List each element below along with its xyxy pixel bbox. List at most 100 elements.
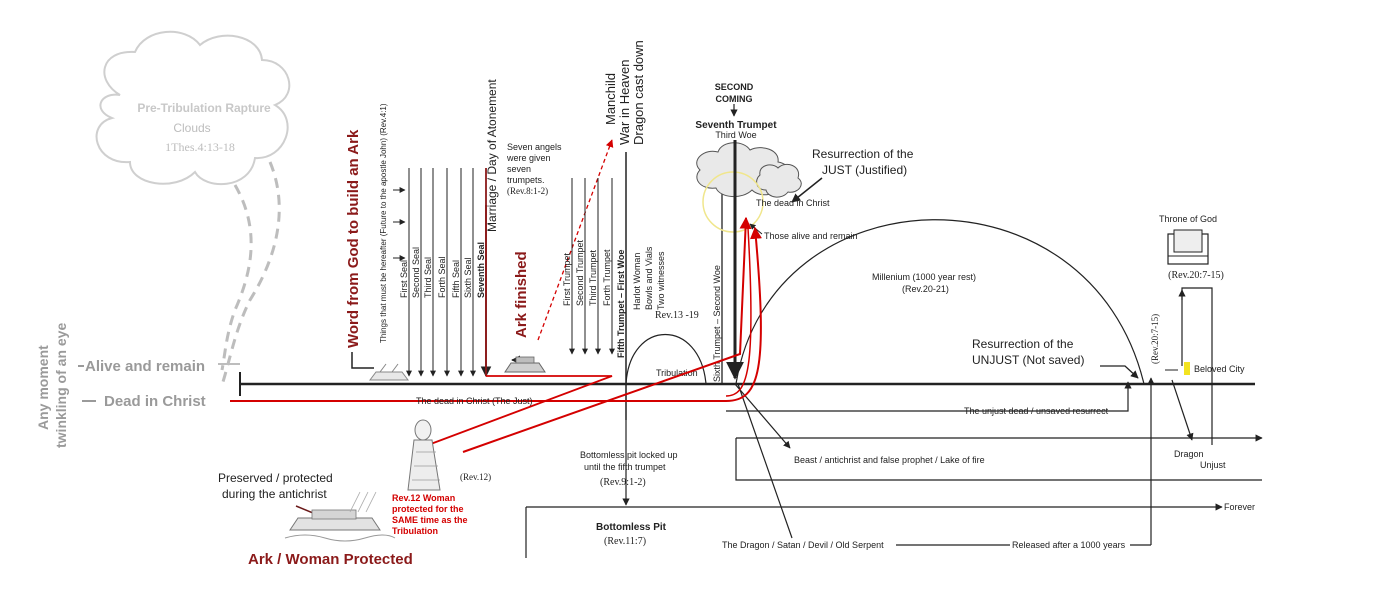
unjust-dead-up-arrow [1118, 381, 1132, 412]
rapture-highlight-circle [702, 171, 764, 233]
sixth-trumpet-label: Sixth Trumpet – Second Woe [712, 265, 722, 382]
second-coming-cloud [696, 142, 802, 198]
woman-protected-line1: Rev.12 Woman [392, 493, 455, 503]
ark-sketch-icon [369, 363, 409, 381]
throne-icon [1167, 229, 1209, 265]
seal-label-2: Second Seal [411, 247, 421, 298]
woman-figure-sketch [407, 419, 441, 491]
rapture-title: Pre-Tribulation Rapture [137, 101, 271, 115]
dragon-cast-down-label: Dragon cast down [631, 40, 646, 145]
fifth-trumpet-label: Fifth Trumpet – First Woe [616, 250, 626, 358]
harlot-label: Harlot Woman [632, 253, 642, 310]
seven-angels-line-2: were given [506, 153, 551, 163]
throne-ref: (Rev.20:7-15) [1168, 270, 1224, 281]
twinkling-label: twinkling of an eye [53, 323, 69, 448]
beloved-city-marker [1184, 362, 1190, 375]
ark-finished-label: Ark finished [513, 251, 530, 338]
forever-label: Forever [1224, 502, 1255, 512]
trumpet-label-4: Forth Trumpet [602, 249, 612, 306]
resurrection-unjust-line1: Resurrection of the [972, 337, 1074, 351]
third-woe-label: Third Woe [715, 130, 756, 140]
resurrection-just-line1: Resurrection of the [812, 147, 914, 161]
finished-ark-icon [504, 356, 546, 373]
tribulation-label: Tribulation [656, 368, 698, 378]
war-in-heaven-label: War in Heaven [617, 60, 632, 146]
resurrection-unjust-arrow [1100, 365, 1139, 379]
trumpet-label-3: Third Trumpet [588, 249, 598, 306]
throne-loop [1181, 287, 1213, 445]
seal-label-5: Fifth Seal [451, 260, 461, 298]
red-path-ark-to-woman [419, 375, 613, 449]
word-bracket [351, 352, 374, 369]
rapture-dashed-curve-1 [220, 161, 281, 386]
dragon-label: Dragon [1174, 449, 1204, 459]
seal-label-3: Third Seal [423, 257, 433, 298]
bottomless-locked-line1: Bottomless pit locked up [580, 450, 678, 460]
seven-angels-line-4: trumpets. [507, 175, 545, 185]
preserved-line1: Preserved / protected [218, 471, 333, 485]
seal-label-4: Forth Seal [437, 256, 447, 298]
seven-angels-line-5: (Rev.8:1-2) [507, 186, 548, 196]
trumpet-label-2: Second Trumpet [575, 239, 585, 306]
seal-label-1: First Seal [399, 260, 409, 298]
preserved-line2: during the antichrist [222, 487, 327, 501]
those-alive-label: Those alive and remain [764, 231, 858, 241]
bottomless-locked-line2: until the fifth trumpet [584, 462, 666, 472]
woman-protected-line3: SAME time as the [392, 515, 468, 525]
second-coming-line1: SECOND [715, 82, 754, 92]
harlot-ref: Rev.13 -19 [655, 310, 699, 321]
dragon-satan-label: The Dragon / Satan / Devil / Old Serpent [722, 540, 884, 550]
woman-protected-line2: protected for the [392, 504, 464, 514]
red-path-dead-rising-inner [725, 227, 752, 397]
unjust-dead-label: The unjust dead / unsaved resurrect [964, 406, 1109, 416]
red-path-woman-to-coming [462, 216, 752, 453]
any-moment-label: Any moment [35, 345, 51, 430]
bottomless-locked-ref: (Rev.9:1-2) [600, 477, 646, 488]
tribulation-arc [625, 334, 707, 385]
beast-arrow [734, 383, 791, 449]
word-from-god-label: Word from God to build an Ark [345, 129, 362, 348]
rapture-dashed-curve-2 [220, 184, 253, 371]
trumpet-label-1: First Trumpet [562, 252, 572, 306]
manchild-label: Manchild [603, 73, 618, 125]
rapture-clouds-label: Clouds [173, 121, 210, 135]
millenium-arc [735, 219, 1145, 385]
manchild-dashed-arrow [537, 139, 614, 341]
dead-in-christ-label: Dead in Christ [104, 393, 206, 410]
beast-label: Beast / antichrist and false prophet / L… [794, 455, 985, 465]
second-coming-line2: COMING [716, 94, 753, 104]
dragon-arrow [1171, 379, 1194, 441]
bottomless-ref: (Rev.11:7) [604, 536, 646, 547]
things-hereafter-label: Things that must be hereafter (Future to… [379, 103, 388, 343]
unjust-label: Unjust [1200, 460, 1226, 470]
dead-in-christ-small: The dead in Christ [756, 198, 830, 208]
seven-angels-line-1: Seven angels [507, 142, 562, 152]
resurrection-just-line2: JUST (Justified) [822, 163, 907, 177]
ark-woman-label: Ark / Woman Protected [248, 551, 413, 568]
rev12-label: (Rev.12) [460, 472, 491, 482]
beloved-city-label: Beloved City [1194, 364, 1245, 374]
dragon-down-line [737, 383, 793, 539]
bowls-label: Bowls and Vials [644, 246, 654, 310]
ark-on-water-sketch [284, 491, 396, 542]
dead-just-label: The dead in Christ (The Just) [416, 396, 533, 406]
released-label: Released after a 1000 years [1012, 540, 1126, 550]
rapture-ref: 1Thes.4:13-18 [165, 140, 235, 154]
resurrection-just-arrow [791, 177, 823, 203]
witnesses-label: Two witnesses [656, 251, 666, 310]
rev20-vertical-label: (Rev.20:7-15) [1150, 314, 1160, 364]
seal-label-6: Sixth Seal [463, 257, 473, 298]
red-path-dead-rising [725, 226, 762, 402]
woman-protected-line4: Tribulation [392, 526, 438, 536]
rapture-cloud: Pre-Tribulation Rapture Clouds 1Thes.4:1… [95, 30, 291, 186]
throne-label: Throne of God [1159, 214, 1217, 224]
seal-label-7: Seventh Seal [476, 242, 486, 298]
lake-of-fire-box [735, 438, 1262, 481]
seven-angels-line-3: seven [507, 164, 531, 174]
bottomless-pit-label: Bottomless Pit [596, 522, 667, 533]
